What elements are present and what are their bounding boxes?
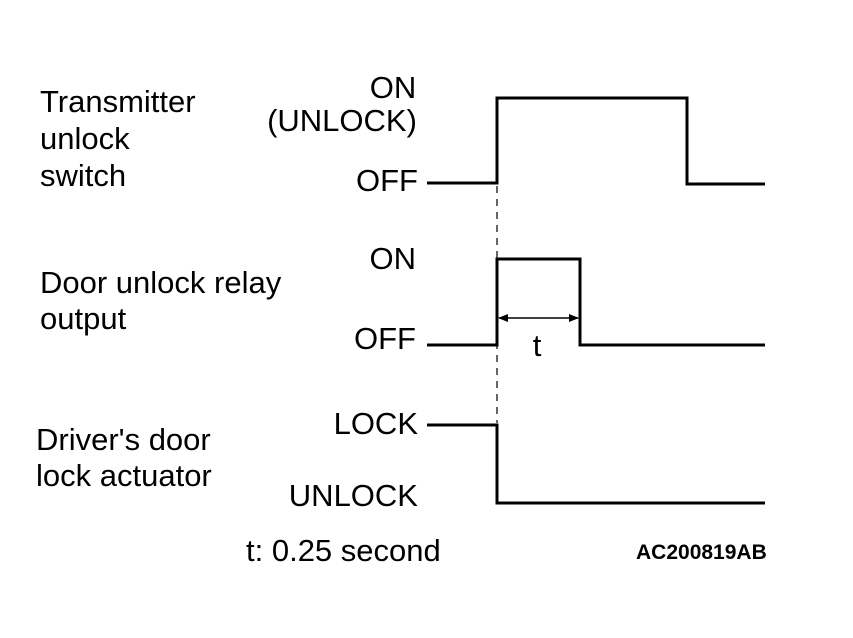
figure-code: AC200819AB — [636, 541, 767, 564]
footnote: t: 0.25 second — [246, 533, 441, 568]
relay-off-label: OFF — [354, 321, 416, 356]
actuator-lock-label: LOCK — [334, 406, 419, 441]
transmitter-name-line-1: Transmitter — [40, 84, 196, 119]
relay-on-label: ON — [370, 241, 417, 276]
transmitter-off-label: OFF — [356, 163, 418, 198]
transmitter-unlock-label: (UNLOCK) — [267, 103, 417, 138]
actuator-waveform — [427, 423, 765, 505]
relay-name-line-2: output — [40, 301, 127, 336]
relay-name-line-1: Door unlock relay — [40, 265, 282, 300]
actuator-name-line-2: lock actuator — [36, 458, 212, 493]
relay-waveform — [427, 257, 765, 347]
transmitter-on-label: ON — [370, 70, 417, 105]
pulse-width-marker: t — [533, 328, 542, 363]
actuator-unlock-label: UNLOCK — [289, 478, 419, 513]
transmitter-name-line-2: unlock — [40, 121, 130, 156]
transmitter-name-line-3: switch — [40, 158, 126, 193]
actuator-name-line-1: Driver's door — [36, 422, 211, 457]
transmitter-waveform — [427, 96, 765, 186]
